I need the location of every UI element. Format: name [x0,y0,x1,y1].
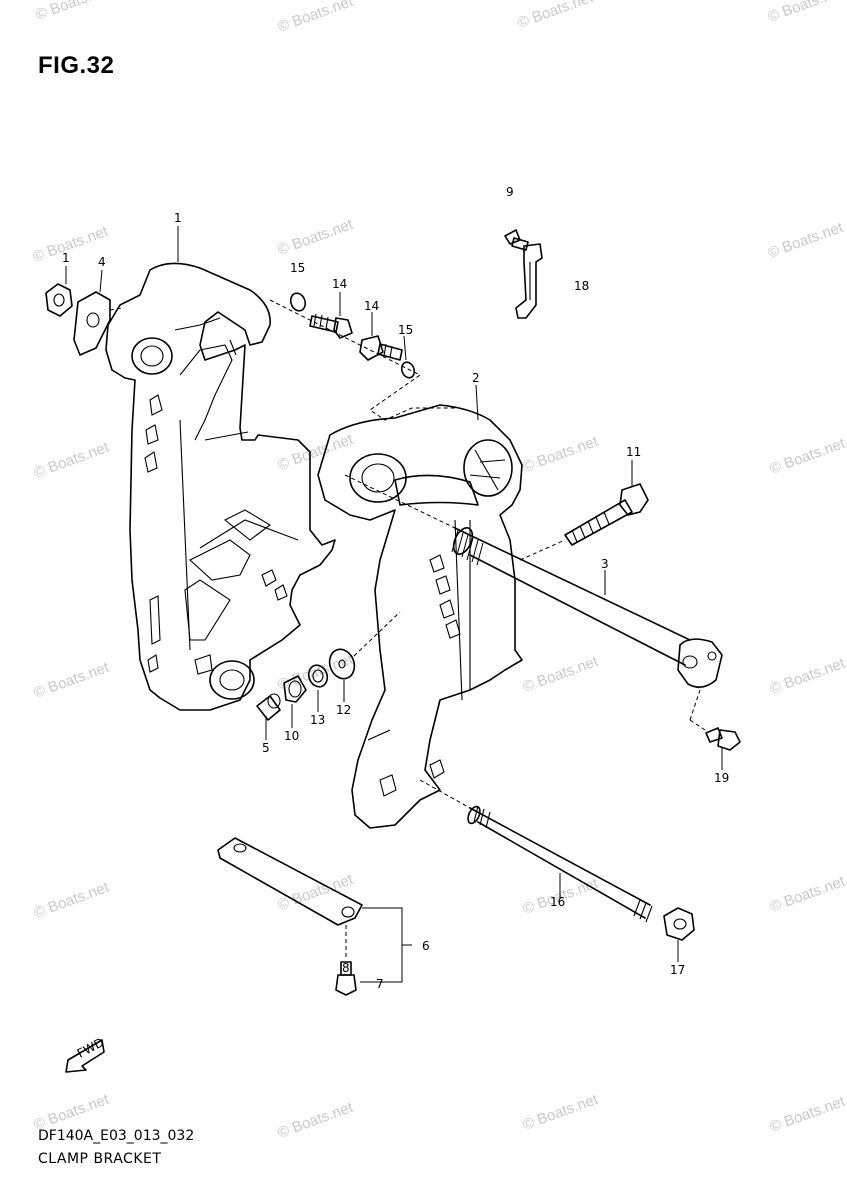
screw-9 [504,229,529,251]
callout-11: 11 [626,445,641,459]
washer-15b [400,361,416,379]
callout-19: 19 [714,771,729,785]
nut-17 [663,907,695,941]
bolt-11 [519,483,649,561]
washer-12 [328,648,356,680]
watermark: © Boats.net [768,655,847,698]
left-clamp-bracket [105,262,336,711]
bolt-14a [309,313,353,339]
watermark: © Boats.net [521,653,601,696]
watermark: © Boats.net [34,0,114,24]
watermark: © Boats.net [516,0,596,32]
nut-1 [45,283,73,317]
assembly-outline [269,299,458,421]
fwd-label: FWD [75,1035,106,1061]
leader-lines [65,226,723,983]
fwd-arrow-icon: FWD [65,1035,106,1073]
bushing-10 [283,675,307,703]
callout-15: 15 [290,261,305,275]
bolt-19 [689,689,741,751]
callout-10: 10 [284,729,299,743]
callout-2: 2 [472,371,480,385]
watermark: © Boats.net [766,0,846,26]
watermark: © Boats.net [276,216,356,259]
watermark: © Boats.net [521,1091,601,1134]
callout-15: 15 [398,323,413,337]
watermark: © Boats.net [32,879,112,922]
callout-13: 13 [310,713,325,727]
right-clamp-bracket [317,404,523,829]
callout-17: 17 [670,963,685,977]
assembly-outline [353,611,401,657]
watermarks: © Boats.net © Boats.net © Boats.net © Bo… [31,0,847,1142]
watermark: © Boats.net [276,0,356,36]
tilt-tube [344,474,723,688]
diagram-code: DF140A_E03_013_032 [38,1128,195,1144]
bolt-7 [335,925,357,996]
callout-12: 12 [336,703,351,717]
callout-8: 8 [342,961,350,975]
watermark: © Boats.net [276,1099,356,1142]
callout-18: 18 [574,279,589,293]
watermark: © Boats.net [32,439,112,482]
watermark: © Boats.net [768,1093,847,1136]
bottom-tube [419,779,653,923]
callout-4: 4 [98,255,106,269]
gasket-4 [73,291,123,356]
callout-6: 6 [422,939,430,953]
watermark: © Boats.net [276,431,356,474]
callout-1: 1 [174,211,182,225]
watermark: © Boats.net [768,435,847,478]
washer-15a [289,292,307,312]
bolt-14b [359,335,403,361]
callout-3: 3 [601,557,609,571]
watermark: © Boats.net [768,873,847,916]
clip-18 [515,243,543,319]
watermark: © Boats.net [276,871,356,914]
callout-1: 1 [62,251,70,265]
watermark: © Boats.net [521,433,601,476]
plate-6 [217,837,363,926]
tilt-tube-threads [451,529,484,566]
washer-13 [307,664,329,688]
callout-7: 7 [376,977,384,991]
figure-title: FIG.32 [38,52,115,79]
callout-labels: 1 1 2 3 4 5 6 7 8 9 10 11 12 13 14 14 15… [62,185,729,991]
watermark: © Boats.net [766,219,846,262]
diagram-name: CLAMP BRACKET [38,1151,162,1167]
watermark: © Boats.net [32,659,112,702]
collar-5 [256,693,281,721]
callout-14: 14 [364,299,379,313]
callout-16: 16 [550,895,565,909]
callout-14: 14 [332,277,347,291]
callout-5: 5 [262,741,270,755]
callout-9: 9 [506,185,514,199]
